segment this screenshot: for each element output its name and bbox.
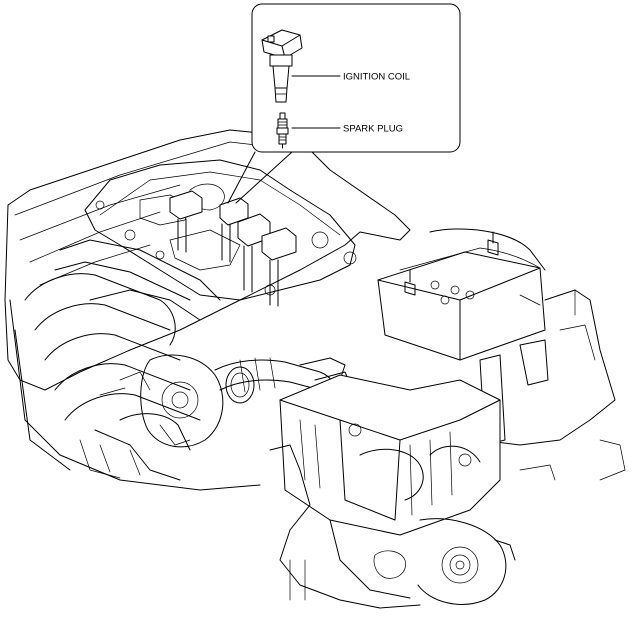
coil-3: [261, 227, 297, 307]
callout-leader-lines: [227, 151, 293, 204]
spark-plug-label: SPARK PLUG: [343, 124, 403, 135]
battery: [377, 228, 546, 361]
callout-box: IGNITION COIL SPARK PLUG: [251, 3, 461, 153]
air-cleaner: [279, 374, 501, 536]
transaxle: [269, 444, 556, 609]
spark-plug-detail: [276, 112, 289, 149]
coil-4: [169, 190, 203, 253]
ignition-coils-installed: [169, 190, 297, 307]
ignition-coil-detail: [261, 29, 303, 103]
intake-manifold: [4, 129, 411, 491]
engine-front-accessories: [94, 354, 224, 481]
callout-frame: [251, 3, 461, 153]
ignition-coil-label: IGNITION COIL: [343, 72, 410, 83]
cylinder-head: [84, 159, 357, 301]
